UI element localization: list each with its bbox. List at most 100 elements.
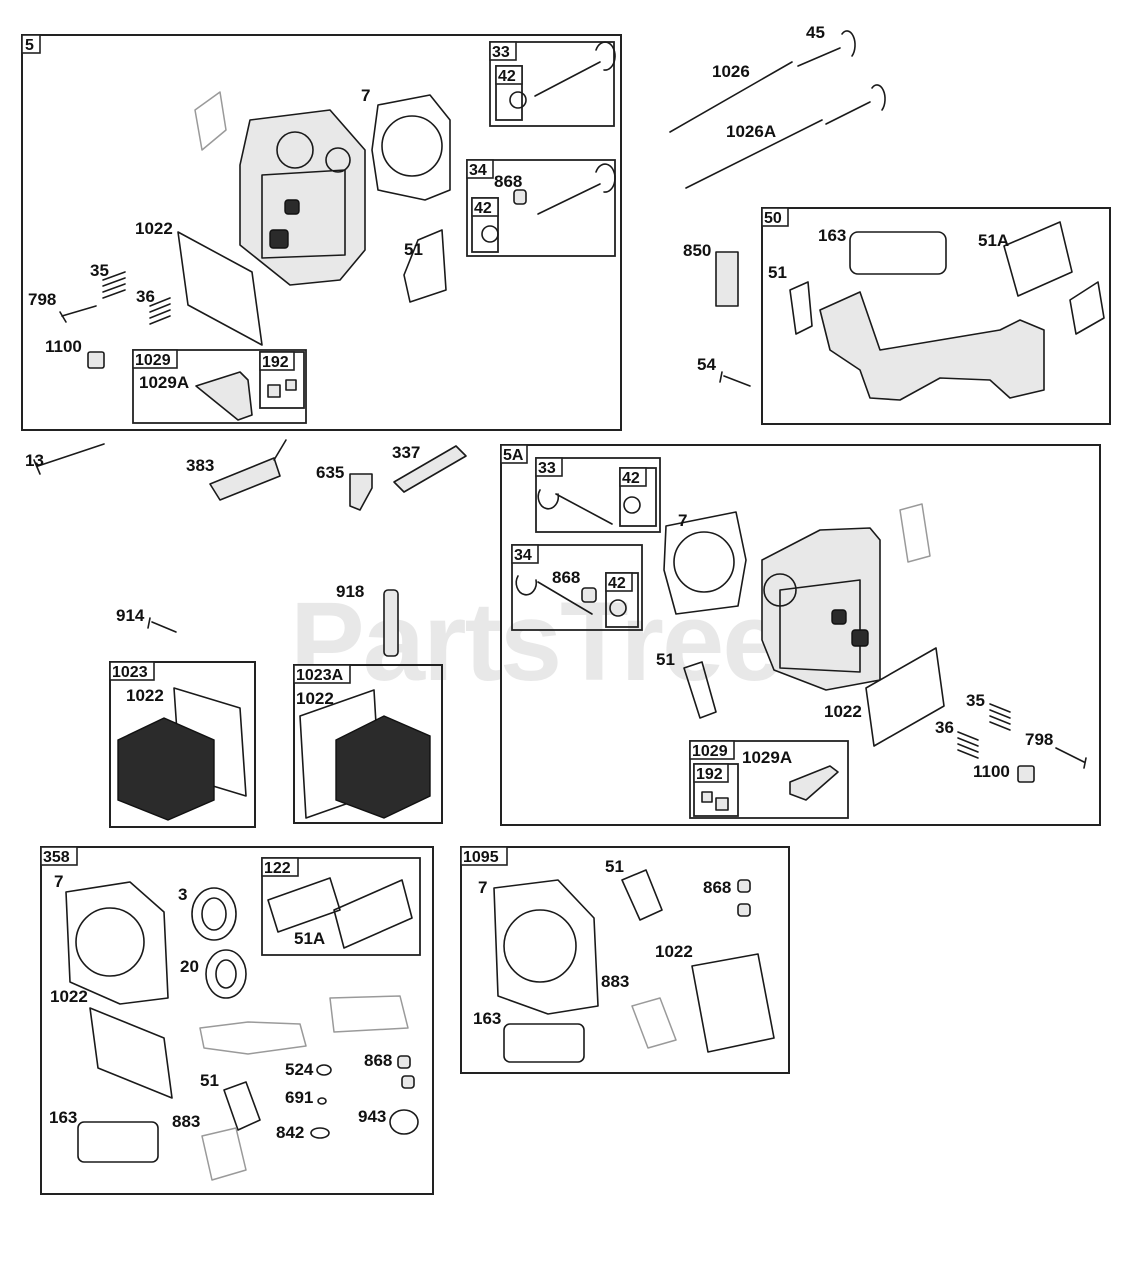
label-868: 868 [364, 1051, 392, 1070]
label-51: 51 [605, 857, 624, 876]
box-5A-tag: 5A [503, 447, 524, 464]
valve-seal-icon [509, 91, 527, 109]
bolt-icon [59, 305, 97, 323]
label-51: 51 [200, 1071, 219, 1090]
label-883: 883 [601, 972, 629, 991]
label-1029A: 1029A [742, 748, 792, 767]
box-1023A: 1023A 1022 [293, 664, 443, 824]
label-1026: 1026 [712, 62, 750, 81]
valve-cover-icon [117, 717, 215, 821]
box-1029-tag: 1029 [692, 743, 728, 760]
bolt-icon [719, 371, 751, 387]
spark-plug-icon [393, 445, 467, 493]
primer-bulb-icon [209, 457, 281, 501]
exhaust-manifold-icon [819, 291, 1045, 401]
box-42-tag: 42 [622, 470, 640, 487]
gasket-icon [849, 231, 947, 275]
valve-seal-icon [609, 599, 627, 617]
gasket-icon [503, 1023, 585, 1063]
label-798: 798 [1025, 730, 1053, 749]
oil-seal-icon [191, 887, 237, 941]
exhaust-gasket-icon [621, 869, 663, 921]
box-42-tag: 42 [608, 575, 626, 592]
label-51: 51 [768, 263, 787, 282]
watermark: PartsTree [290, 579, 783, 704]
label-850: 850 [683, 241, 711, 260]
box-42: 42 [619, 467, 657, 527]
box-34: 34 868 42 [466, 159, 616, 257]
valve-spring-icon [989, 703, 1011, 731]
label-1026A: 1026A [726, 122, 776, 141]
label-943: 943 [358, 1107, 386, 1126]
box-33-tag: 33 [538, 460, 556, 477]
head-gasket-icon [663, 511, 747, 615]
box-42: 42 [605, 572, 639, 628]
box-192-tag: 192 [262, 354, 289, 371]
label-383: 383 [186, 456, 214, 475]
valve-seal-icon [623, 496, 641, 514]
box-42-tag: 42 [474, 200, 492, 217]
o-ring-icon [316, 1064, 332, 1076]
box-34-tag: 34 [469, 162, 487, 179]
o-ring-icon [310, 1127, 330, 1139]
box-42: 42 [471, 197, 499, 253]
rocker-arm-icon [195, 371, 253, 421]
label-7: 7 [54, 872, 63, 891]
label-1029A: 1029A [139, 373, 189, 392]
dowel-pin-icon [383, 589, 399, 657]
label-45: 45 [806, 23, 825, 42]
label-13: 13 [25, 451, 44, 470]
valve-seal-icon [481, 225, 499, 243]
spark-plug-boot-icon [349, 473, 373, 511]
valve-cap-icon [397, 1055, 411, 1069]
gasket-faded-icon [329, 995, 409, 1033]
label-7: 7 [478, 878, 487, 897]
valve-cap-icon [401, 1075, 415, 1089]
label-51A: 51A [978, 231, 1009, 250]
set-screw-icon [701, 791, 713, 803]
label-1022: 1022 [655, 942, 693, 961]
head-gasket-icon [65, 881, 169, 1005]
box-5: 5 7 1022 35 36 798 [21, 34, 622, 431]
box-122-tag: 122 [264, 860, 291, 877]
bolt-icon [33, 443, 105, 475]
gasket-faded-icon [199, 1021, 307, 1055]
label-918: 918 [336, 582, 364, 601]
cylinder-head-icon [761, 527, 881, 691]
box-192: 192 [259, 351, 305, 409]
valve-cap-icon [737, 903, 751, 917]
label-20: 20 [180, 957, 199, 976]
label-842: 842 [276, 1123, 304, 1142]
label-1022: 1022 [135, 219, 173, 238]
gasket-faded-icon [201, 1127, 247, 1181]
box-42: 42 [495, 65, 527, 121]
box-358: 358 7 3 20 122 51A 1022 524 [40, 846, 434, 1195]
push-rod-icon [669, 61, 793, 133]
label-35: 35 [966, 691, 985, 710]
box-1095: 1095 7 51 868 1022 883 163 [460, 846, 790, 1074]
bearing-icon [205, 949, 247, 999]
label-868: 868 [494, 172, 522, 191]
label-1022: 1022 [126, 686, 164, 705]
head-gasket-icon [371, 94, 451, 201]
valve-spring-icon [957, 731, 979, 759]
valve-icon [537, 489, 613, 525]
label-635: 635 [316, 463, 344, 482]
box-33-tag: 33 [492, 44, 510, 61]
box-5-tag: 5 [25, 37, 34, 54]
valve-cover-gasket-icon [89, 1007, 173, 1099]
box-1095-tag: 1095 [463, 849, 499, 866]
valve-cap-icon [737, 879, 751, 893]
gasket-faded-icon [194, 91, 227, 151]
label-51: 51 [404, 240, 423, 259]
valve-icon [515, 575, 593, 615]
label-1100: 1100 [45, 337, 82, 356]
cylinder-head-icon [239, 109, 366, 286]
intake-gasket-icon [267, 877, 341, 933]
label-337: 337 [392, 443, 420, 462]
label-54: 54 [697, 355, 716, 374]
label-51A: 51A [294, 929, 325, 948]
label-36: 36 [136, 287, 155, 306]
bolt-icon [1055, 747, 1087, 769]
